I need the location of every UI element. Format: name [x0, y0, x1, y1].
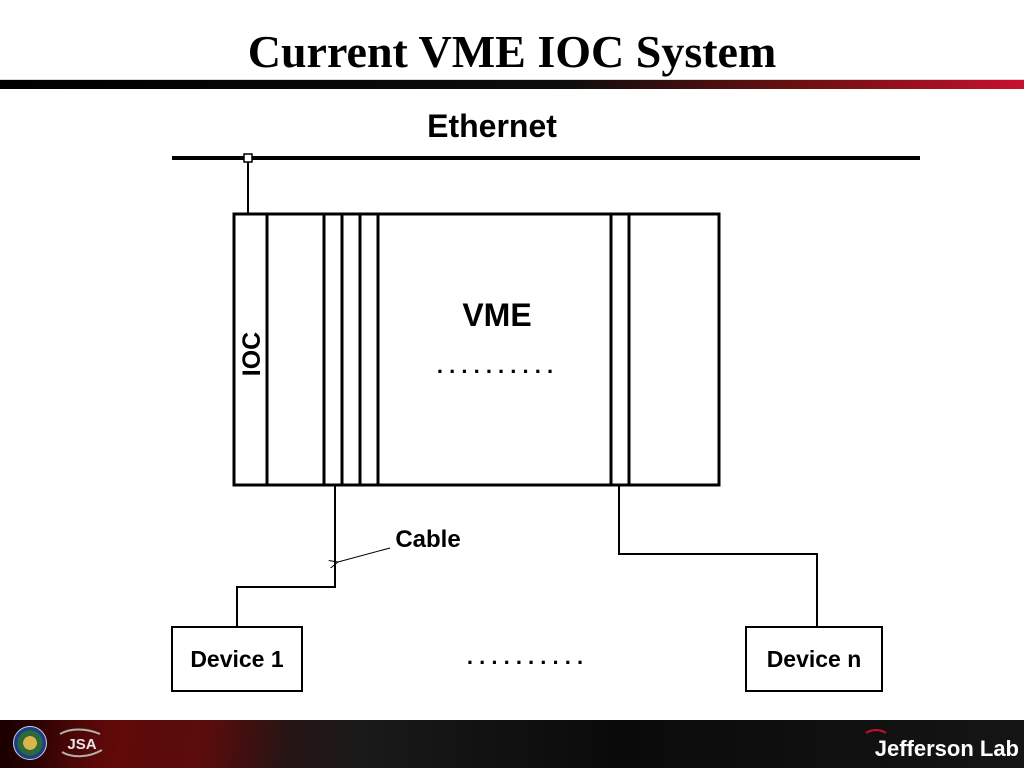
vme-slot-ellipsis: . . . . . . . . . .: [437, 353, 553, 378]
ethernet-label: Ethernet: [427, 108, 557, 144]
device-ellipsis: . . . . . . . . . .: [467, 644, 583, 669]
device-n-box: [745, 626, 883, 692]
device-1-label: Device 1: [190, 646, 284, 672]
doe-seal-icon: [13, 726, 47, 760]
jsa-logo-text: JSA: [67, 736, 96, 753]
jefferson-lab-brand-text: Jefferson Lab: [875, 736, 1019, 761]
vme-crate: [232, 212, 721, 487]
device-1-box: [171, 626, 303, 692]
cable-to-device-1: [236, 485, 336, 627]
device-n-label: Device n: [767, 646, 862, 672]
cable-to-device-n: [618, 485, 818, 627]
title-divider-bar: [0, 80, 1024, 89]
footer-stripe: [120, 720, 280, 768]
footer-bar: [0, 720, 1024, 768]
jsa-logo-icon: JSA: [59, 728, 103, 758]
vme-ioc-diagram: Ethernet IOC VME . . . . . . . . . . Cab…: [171, 108, 920, 692]
ioc-label: IOC: [238, 332, 266, 376]
slide-title: Current VME IOC System: [247, 26, 777, 77]
ethernet-tap-connector: [243, 153, 253, 163]
jefferson-lab-logo-icon: Jefferson Lab: [865, 729, 1019, 761]
vme-label: VME: [462, 297, 531, 333]
cable-label: Cable: [395, 526, 460, 553]
cable-pointer-arrow: [338, 547, 391, 562]
